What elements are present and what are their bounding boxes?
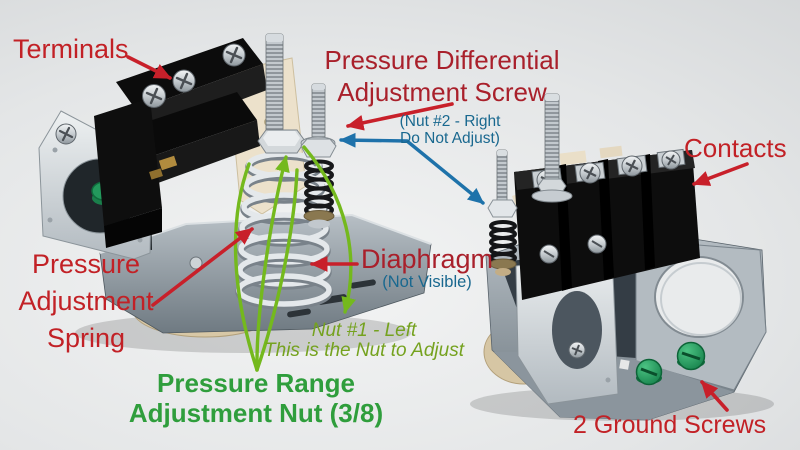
front-plate-screw (568, 341, 586, 359)
label-terminals: Terminals (13, 34, 129, 64)
label-note: (Not Visible) (382, 273, 472, 291)
stud-cap (545, 94, 559, 101)
nut1-pointer (302, 145, 356, 314)
label-differential-adjustment-screw: Pressure Differential Adjustment Screw (318, 44, 566, 108)
deck-screw (189, 256, 203, 270)
tall-threaded-stud (544, 93, 560, 189)
label-line: Spring (46, 323, 126, 353)
label-line: Do Not Adjust) (400, 130, 500, 147)
terminal-screws (55, 43, 246, 145)
range-nut-fan-line-right (255, 168, 299, 372)
label-line: Adjustment Screw (337, 77, 547, 107)
label-line: Nut #1 - Left (311, 320, 417, 341)
terminal-blocks (94, 38, 267, 248)
range-nut-fan-line-center (255, 155, 290, 372)
washer (531, 189, 573, 203)
range-nut-fan-line-left (233, 162, 259, 372)
label-line: This is the Nut to Adjust (264, 339, 464, 361)
label-line: Pressure Differential (324, 45, 560, 75)
label-nut1-note: Nut #1 - Left This is the Nut to Adjust (248, 321, 480, 360)
rear-differential-assembly (487, 149, 518, 276)
label-ground-screws: 2 Ground Screws (573, 411, 767, 439)
differential-screw-arrow (346, 102, 454, 131)
terminals-arrow (126, 55, 172, 80)
stud-cap (312, 84, 325, 90)
label-line: Diaphragm (360, 244, 494, 274)
washer (308, 219, 330, 229)
bottom-tab (619, 359, 630, 370)
front-plate-hole (552, 291, 602, 369)
ground-screws (635, 341, 706, 386)
label-pressure-range-adjustment-nut: Pressure Range Adjustment Nut (3/8) (102, 368, 410, 428)
deck-slot (287, 308, 311, 318)
ground-screws-arrow (700, 380, 729, 412)
pressure-switch-right-photo (470, 93, 774, 421)
label-line: Pressure Range (157, 368, 355, 398)
adjustment-spring-arrow (151, 227, 254, 307)
ceramic-insulator (599, 145, 623, 159)
label-diaphragm: Diaphragm (Not Visible) (352, 245, 502, 291)
label-line: Pressure (31, 249, 141, 279)
contacts-arrow (692, 162, 749, 186)
stud-cap (266, 34, 283, 42)
ceramic-insulator (559, 150, 587, 166)
label-line: Adjustment (18, 286, 154, 316)
label-contacts: Contacts (684, 133, 787, 163)
nut-top-facet (263, 131, 300, 146)
label-line: Adjustment Nut (3/8) (128, 398, 384, 428)
label-pressure-adjustment-spring: Pressure Adjustment Spring (8, 246, 164, 357)
nut2-double-arrow (339, 132, 485, 205)
label-line: (Nut #2 - Right (399, 113, 501, 130)
label-nut2-note: (Nut #2 - Right Do Not Adjust) (398, 113, 502, 147)
hole-rim (660, 262, 742, 336)
deck-slot (350, 279, 376, 289)
